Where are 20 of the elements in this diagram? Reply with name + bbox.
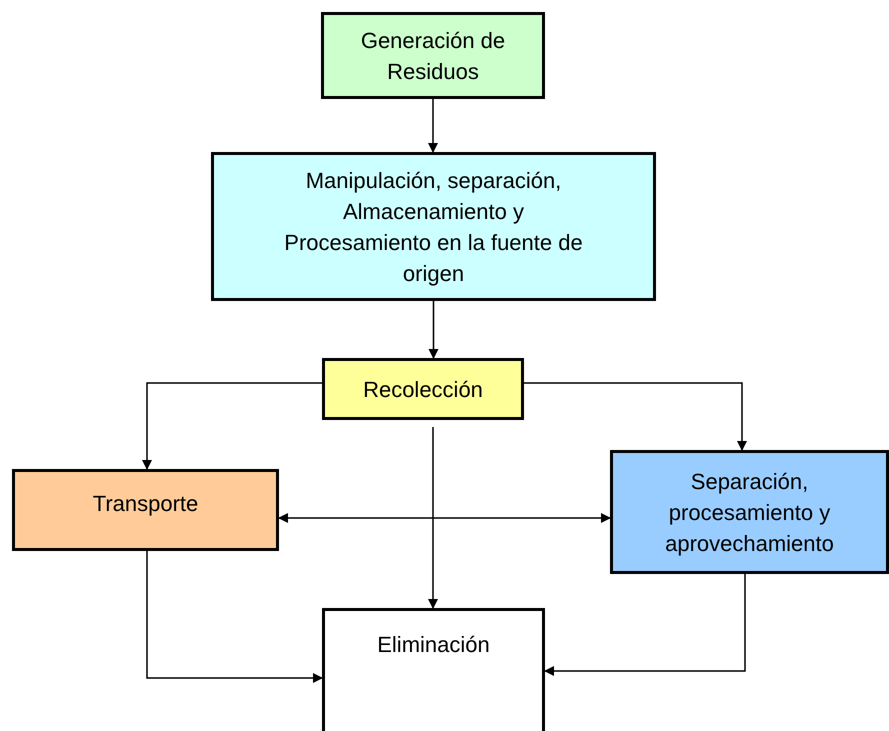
- arrow: [428, 301, 438, 359]
- box-label: Eliminación: [376, 631, 491, 659]
- box-label: Separación, procesamiento y aprovechamiento: [664, 468, 835, 558]
- arrow: [428, 427, 438, 609]
- arrow: [544, 574, 746, 676]
- box-label: Generación de Residuos: [360, 26, 506, 86]
- process-box: [610, 450, 889, 574]
- arrow: [278, 513, 611, 523]
- arrow: [524, 382, 747, 451]
- box-label: Recolección: [362, 376, 484, 404]
- process-box: [211, 152, 656, 301]
- arrow: [146, 551, 323, 683]
- process-box: [12, 469, 279, 551]
- arrow: [142, 382, 322, 470]
- process-box: [322, 608, 545, 731]
- arrow: [428, 99, 438, 153]
- process-box: [321, 12, 545, 99]
- box-label: Transporte: [92, 490, 200, 518]
- process-box: [322, 358, 524, 420]
- box-label: Manipulación, separación, Almacenamiento y Procesamiento en la fuente de origen: [284, 166, 584, 288]
